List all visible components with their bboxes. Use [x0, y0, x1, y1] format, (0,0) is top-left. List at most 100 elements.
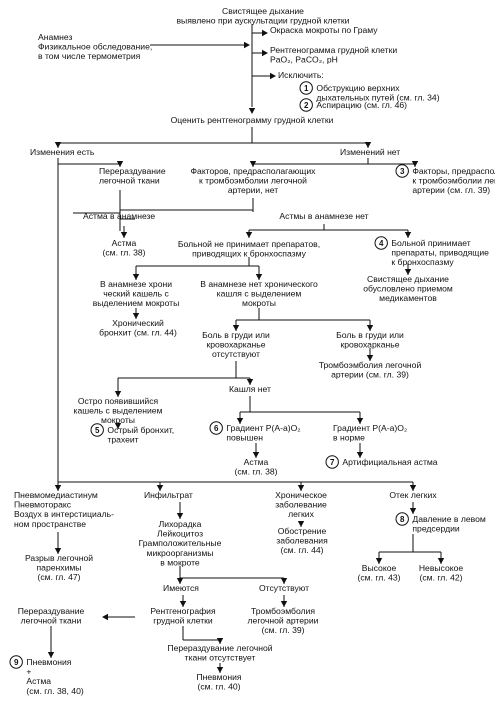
arrow-head: [375, 558, 383, 564]
arrow-head: [216, 667, 224, 673]
node-line: Астма в анамнезе: [83, 211, 155, 221]
node-text: Высокое(см. гл. 43): [358, 563, 401, 583]
node-line: Свистящее дыхание: [222, 6, 304, 16]
step-number: 6: [214, 424, 219, 433]
node-line: Физикальное обследование,: [38, 42, 152, 52]
step-number: 4: [379, 239, 384, 248]
arrow-head: [270, 72, 276, 80]
node-text: Астмы в анамнезе нет: [279, 211, 368, 221]
node-artificial_asthma: 7 Артифициальная астма: [325, 455, 438, 469]
node-line: Больной принимает: [391, 238, 470, 248]
arrow-head: [356, 418, 364, 424]
arrow-head: [54, 485, 62, 491]
arrow-head: [409, 508, 417, 514]
node-line: (см. гл. 39): [262, 625, 305, 635]
node-line: (см. гл. 42): [420, 573, 463, 583]
node-text: Исключить:: [278, 70, 324, 80]
node-line: ческий кашель с: [103, 289, 169, 299]
node-text: Астма в анамнезе: [83, 211, 155, 221]
node-line: кашля с выделением: [217, 289, 302, 299]
node-text: Отек легких: [389, 490, 437, 500]
node-line: к бронхоспазму: [391, 257, 454, 267]
arrow-head: [246, 379, 254, 385]
node-text: Аспирацию (см. гл. 46): [316, 100, 407, 110]
node-line: Лихорадка: [159, 519, 202, 529]
node-line: кашель с выделением: [74, 406, 163, 416]
step-number-badge: 2: [299, 98, 313, 112]
node-high_p: Высокое(см. гл. 43): [358, 563, 401, 583]
node-line: к тромбоэмболии легочной: [199, 176, 307, 186]
node-line: мокроты: [101, 415, 135, 425]
node-line: Изменений нет: [340, 147, 400, 157]
arrow-head: [262, 29, 268, 37]
arrow-head: [54, 548, 62, 554]
node-line: Астмы в анамнезе нет: [279, 211, 368, 221]
node-text: Имеются: [163, 583, 199, 593]
node-line: Рентгенография: [150, 606, 216, 616]
node-line: Больной не принимает препаратов,: [178, 239, 320, 249]
node-text: Факторы, предрасполагающиек тромбоэмболи…: [412, 166, 495, 195]
node-line: к тромбоэмболии легочной: [412, 176, 495, 186]
step-number-badge: 4: [374, 236, 388, 250]
node-line: (см. гл. 47): [38, 572, 81, 582]
node-no_asthma_history: Астмы в анамнезе нет: [279, 211, 368, 221]
step-number: 2: [304, 101, 309, 110]
node-line: Пневмония: [26, 657, 71, 667]
node-line: Рентгенограмма грудной клетки: [270, 45, 397, 55]
node-line: Грамположительные: [139, 538, 222, 548]
node-text: Окраска мокроты по Граму: [270, 25, 378, 35]
arrow-head: [437, 558, 445, 564]
node-line: ткани отсутствует: [185, 653, 256, 663]
node-line: Перераздувание: [99, 166, 166, 176]
node-line: Остро появившийся: [78, 396, 159, 406]
node-text: Кашля нет: [229, 384, 271, 394]
node-line: Тромбоэмболия: [251, 606, 315, 616]
node-line: в том числе термометрия: [38, 51, 141, 61]
node-line: В анамнезе нет хронического: [200, 279, 318, 289]
node-line: Давление в левом: [412, 514, 485, 524]
node-line: Аспирацию (см. гл. 46): [316, 100, 407, 110]
step-number: 7: [330, 458, 335, 467]
node-text: Пневмония(см. гл. 40): [196, 672, 241, 692]
arrow-head: [248, 108, 256, 114]
step-number: 5: [95, 426, 100, 435]
node-line: в мокроте: [160, 557, 200, 567]
arrow-head: [176, 513, 184, 519]
node-edema: Отек легких: [389, 490, 437, 500]
node-line: приводящих к бронхоспазму: [192, 249, 306, 259]
arrow-head: [132, 313, 140, 319]
node-text: Артифициальная астма: [342, 457, 437, 467]
node-line: Оценить рентгенограмму грудной клетки: [171, 115, 334, 125]
node-line: выделением мокроты: [93, 298, 180, 308]
node-exclude: Исключить:: [278, 70, 324, 80]
node-asthma_38a: Астма(см. гл. 38): [103, 238, 146, 258]
node-text: Невысокое(см. гл. 42): [419, 563, 464, 583]
arrow-head: [262, 49, 268, 57]
arrow-head: [411, 161, 419, 167]
node-line: Артифициальная астма: [342, 457, 437, 467]
node-normal_p: Невысокое(см. гл. 42): [419, 563, 464, 583]
node-text: Отсутствуют: [259, 583, 309, 593]
node-line: артерии, нет: [228, 185, 278, 195]
step-number-badge: 3: [395, 164, 409, 178]
arrow-head: [179, 601, 187, 607]
node-line: Астма: [26, 676, 51, 686]
